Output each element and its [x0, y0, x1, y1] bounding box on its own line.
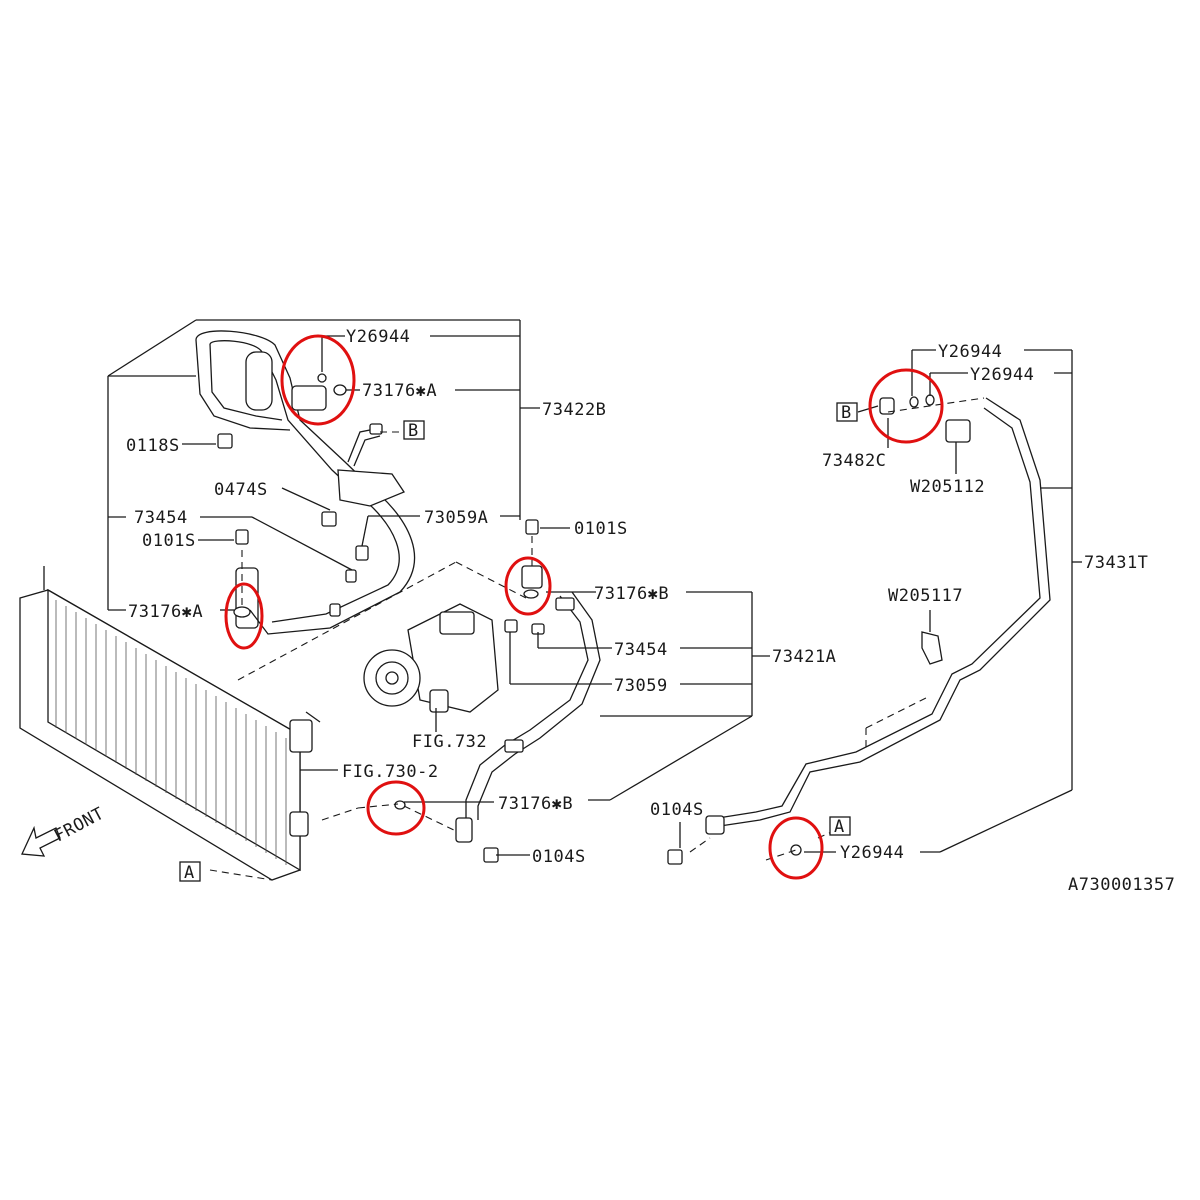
- discharge-hose-assembly: [455, 565, 601, 843]
- label-0101s-left: 0101S: [142, 531, 196, 551]
- highlight-circle-top: [280, 334, 356, 426]
- label-73454-mid: 73454: [614, 640, 668, 660]
- label-0104s-mid: 0104S: [532, 847, 586, 867]
- ref-box-b-mid: [403, 420, 425, 440]
- ref-box-a-left: [179, 861, 201, 882]
- label-y26944-r1: Y26944: [938, 342, 1002, 362]
- compressor: [363, 603, 499, 713]
- label-73454-left: 73454: [134, 508, 188, 528]
- fasteners: [217, 373, 935, 865]
- label-73059: 73059: [614, 676, 668, 696]
- diagram-id: A730001357: [1068, 875, 1175, 895]
- ref-box-a-right: [829, 816, 851, 836]
- label-a-right: A: [834, 817, 845, 837]
- label-y26944-bottom: Y26944: [840, 843, 904, 863]
- label-b-mid: B: [408, 421, 419, 441]
- condenser: [19, 566, 321, 881]
- label-0104s-right: 0104S: [650, 800, 704, 820]
- label-a-left: A: [184, 863, 195, 883]
- label-front: FRONT: [51, 804, 108, 847]
- highlight-circle-bottom: [768, 816, 824, 880]
- label-73176a-top: 73176✱A: [362, 381, 437, 401]
- highlight-circle-right: [868, 368, 944, 444]
- label-fig732: FIG.732: [412, 732, 487, 752]
- label-73482c: 73482C: [822, 451, 886, 471]
- leader-lines: [107, 319, 1082, 856]
- label-73421a: 73421A: [772, 647, 836, 667]
- label-0474s: 0474S: [214, 480, 268, 500]
- label-73059a: 73059A: [424, 508, 488, 528]
- label-w205117: W205117: [888, 586, 963, 606]
- label-73176a-left: 73176✱A: [128, 602, 203, 622]
- label-0101s-mid: 0101S: [574, 519, 628, 539]
- ref-box-b-right: [836, 402, 858, 422]
- label-73176b-mid: 73176✱B: [594, 584, 669, 604]
- liquid-pipe-assembly: [705, 397, 1051, 835]
- suction-hose-assembly: [195, 330, 416, 635]
- label-y26944-r2: Y26944: [970, 365, 1034, 385]
- highlight-circle-mid: [504, 556, 552, 616]
- highlight-circle-low: [366, 780, 426, 836]
- highlight-circles: [224, 334, 944, 880]
- highlight-circle-left: [224, 582, 264, 650]
- label-73431t: 73431T: [1084, 553, 1148, 573]
- label-0118s: 0118S: [126, 436, 180, 456]
- label-73176b-low: 73176✱B: [498, 794, 573, 814]
- condenser-fins: [55, 600, 287, 865]
- label-73422b: 73422B: [542, 400, 606, 420]
- label-y26944-top: Y26944: [346, 327, 410, 347]
- label-w205112: W205112: [910, 477, 985, 497]
- label-fig730-2: FIG.730-2: [342, 762, 439, 782]
- front-arrow-icon: [21, 825, 61, 857]
- label-b-right: B: [841, 403, 852, 423]
